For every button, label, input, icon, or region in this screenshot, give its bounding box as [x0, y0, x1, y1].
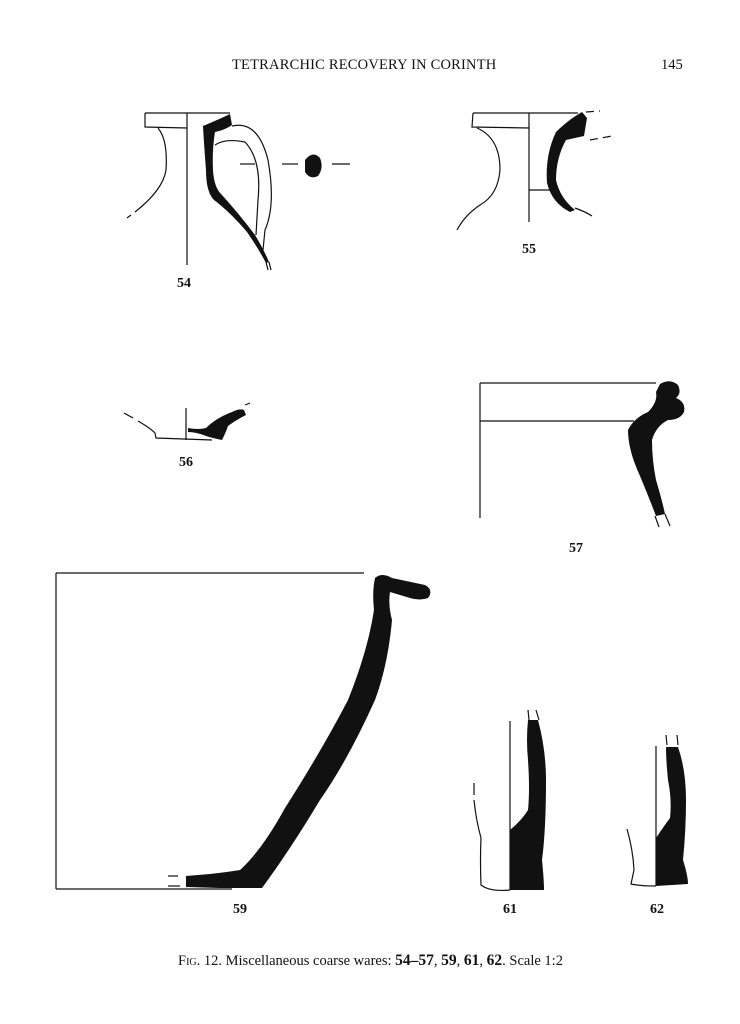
page-number: 145 — [661, 57, 683, 73]
caption-separator: , — [456, 953, 464, 969]
item-label-62: 62 — [650, 902, 664, 917]
item-label-55: 55 — [522, 242, 536, 257]
figure-caption: Fig. 12. Miscellaneous coarse wares: 54–… — [178, 952, 563, 970]
caption-separator: , — [479, 953, 487, 969]
caption-catalog-62: 62 — [486, 952, 503, 969]
profile-56 — [123, 402, 251, 441]
caption-separator: , — [433, 953, 442, 969]
caption-number: 12. — [200, 953, 226, 969]
profile-54 — [126, 112, 350, 271]
item-label-59: 59 — [233, 902, 247, 917]
item-label-61: 61 — [503, 902, 517, 917]
caption-scale: . Scale 1:2 — [502, 953, 563, 969]
item-label-54: 54 — [177, 276, 191, 291]
item-label-57: 57 — [569, 541, 583, 556]
running-title: TETRARCHIC RECOVERY IN CORINTH — [232, 57, 497, 73]
caption-text: Miscellaneous coarse wares: — [225, 953, 396, 969]
profile-55 — [456, 110, 613, 231]
profile-59 — [55, 572, 364, 890]
caption-catalog-61: 61 — [463, 952, 480, 969]
caption-prefix: Fig. — [178, 953, 201, 969]
item-label-56: 56 — [179, 455, 193, 470]
caption-catalog-range: 54–57 — [395, 952, 434, 969]
profile-57 — [479, 382, 671, 528]
caption-catalog-59: 59 — [441, 952, 457, 969]
